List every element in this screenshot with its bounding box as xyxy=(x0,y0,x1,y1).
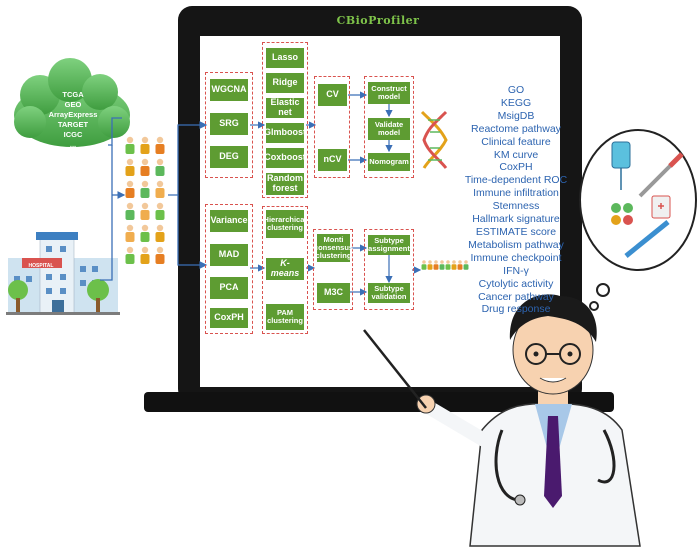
feature-group xyxy=(205,204,253,334)
source-geo: GEO xyxy=(64,100,82,109)
box-glmboost: Glmboost xyxy=(264,123,306,143)
analysis-output-item: Cancer pathway xyxy=(478,290,554,303)
source-more: ... xyxy=(69,140,77,149)
analysis-output-item: Immune infiltration xyxy=(473,187,559,200)
box-subtype-assignment: Subtype assignment xyxy=(368,235,410,255)
doctor-character xyxy=(416,294,641,547)
source-icgc: ICGC xyxy=(63,130,83,139)
box-pca: PCA xyxy=(210,277,248,299)
model-group xyxy=(262,42,308,198)
analysis-output-item: Cytolytic activity xyxy=(478,277,554,290)
box-ncv: nCV xyxy=(318,149,347,171)
box-pam-clustering: PAM clustering xyxy=(266,304,304,330)
analysis-output-item: ESTIMATE score xyxy=(475,225,557,238)
box-hierarchical-clustering: Hierarchical clustering xyxy=(264,210,306,238)
data-source-list: TCGA GEO ArrayExpress TARGET ICGC ... xyxy=(18,90,128,150)
source-tcga: TCGA xyxy=(62,90,84,99)
analysis-output-item: CoxPH xyxy=(499,161,533,174)
source-arrayexpress: ArrayExpress xyxy=(48,110,98,119)
box-wgcna: WGCNA xyxy=(210,79,248,101)
box-cv: CV xyxy=(318,84,347,106)
model-steps-group xyxy=(364,76,414,178)
box-coxph: CoxPH xyxy=(210,308,248,328)
hospital-building xyxy=(6,232,120,315)
box-deg: DEG xyxy=(210,146,248,168)
box-monti-consensus: Monti consensus clustering xyxy=(313,234,354,262)
box-mad: MAD xyxy=(210,244,248,266)
pointer-stick xyxy=(363,329,427,409)
box-ridge: Ridge xyxy=(266,73,304,93)
patients-crowd xyxy=(125,136,165,264)
clustering-group xyxy=(262,206,308,334)
box-subtype-validation: Subtype validation xyxy=(368,283,410,303)
analysis-output-item: KM curve xyxy=(493,148,539,161)
box-k-means: K-means xyxy=(266,258,304,280)
dna-icon xyxy=(420,110,448,169)
hospital-sign: HOSPITAL xyxy=(28,263,54,269)
box-lasso: Lasso xyxy=(266,48,304,68)
analysis-output-item: Time-dependent ROC xyxy=(464,174,568,187)
analysis-output-item: MsigDB xyxy=(497,109,535,122)
source-target: TARGET xyxy=(57,120,89,129)
box-srg: SRG xyxy=(210,113,248,135)
data-source-cloud xyxy=(14,58,130,147)
validation-group xyxy=(314,76,350,178)
consensus-group xyxy=(313,229,353,310)
box-coxboost: Coxboost xyxy=(264,148,306,168)
analysis-output-item: Metabolism pathway xyxy=(468,238,564,251)
thought-bubble xyxy=(579,129,697,311)
box-construct-model: Construct model xyxy=(368,82,410,104)
box-random-forest: Random forest xyxy=(266,173,304,195)
subtype-steps-group xyxy=(364,229,414,310)
analysis-output-item: Immune checkpoint xyxy=(470,251,562,264)
analysis-output-item: Reactome pathway xyxy=(471,122,561,135)
patient-groups-icon xyxy=(421,260,469,270)
analysis-output-item: GO xyxy=(507,84,525,96)
filter-group xyxy=(205,72,253,178)
analysis-output-item: IFN-γ xyxy=(503,264,529,277)
analysis-output-item: Hallmark signature xyxy=(472,213,560,226)
analysis-output-item: Stemness xyxy=(492,200,540,213)
box-elastic-net: Elastic net xyxy=(266,97,304,118)
analysis-output-item: KEGG xyxy=(500,96,532,109)
box-validate-model: Validate model xyxy=(368,118,410,140)
box-nomogram: Nomogram xyxy=(368,153,410,171)
app-title: CBioProfiler xyxy=(336,14,420,27)
box-variance: Variance xyxy=(210,210,248,232)
analysis-output-item: Clinical feature xyxy=(481,135,551,148)
source-arrows xyxy=(100,117,208,281)
analysis-output-item: Drug response xyxy=(481,303,551,316)
box-m3c: M3C xyxy=(317,283,350,303)
